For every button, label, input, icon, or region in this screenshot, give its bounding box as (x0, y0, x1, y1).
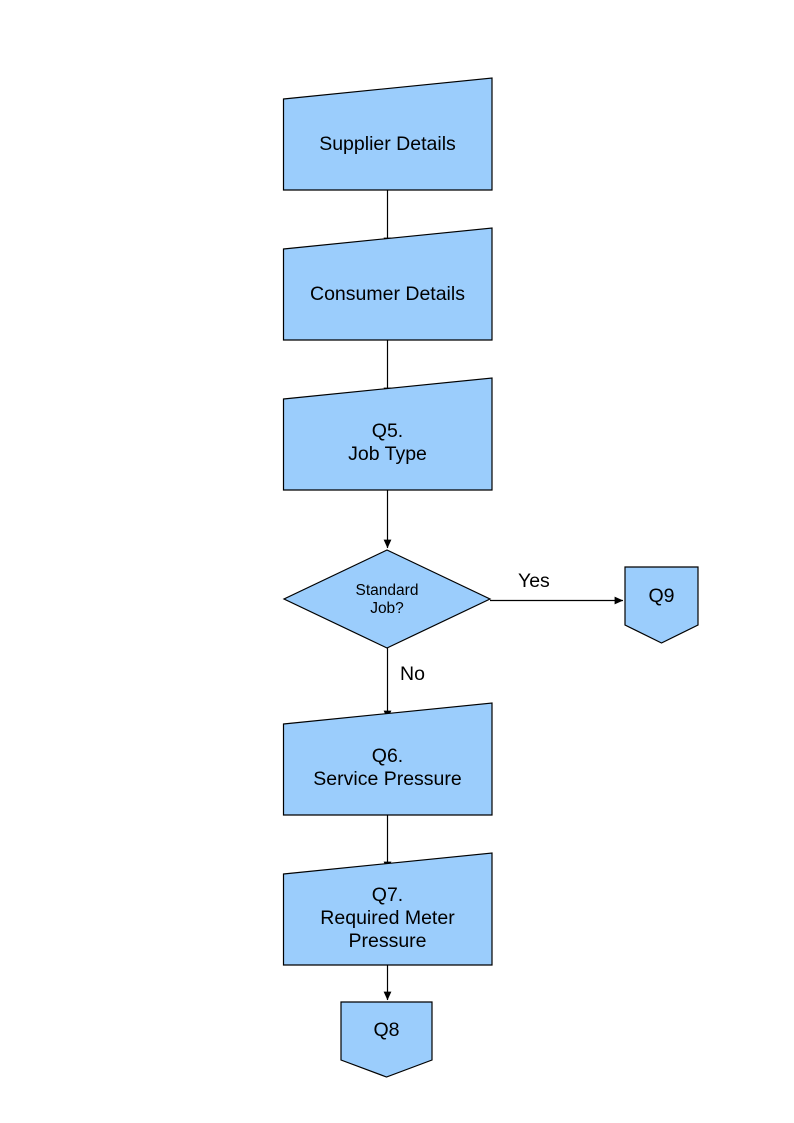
node-q5-job-type[interactable] (282, 377, 493, 491)
edge-label-yes: Yes (518, 570, 550, 592)
node-supplier-details[interactable] (282, 77, 493, 191)
node-standard-job-decision[interactable] (282, 549, 492, 649)
node-q9-connector[interactable] (624, 566, 699, 644)
node-q7-required-meter-pressure[interactable] (282, 852, 493, 966)
node-q8-connector[interactable] (340, 1001, 433, 1078)
node-consumer-details[interactable] (282, 227, 493, 341)
node-q6-service-pressure[interactable] (282, 702, 493, 816)
edge-label-no: No (400, 663, 425, 685)
